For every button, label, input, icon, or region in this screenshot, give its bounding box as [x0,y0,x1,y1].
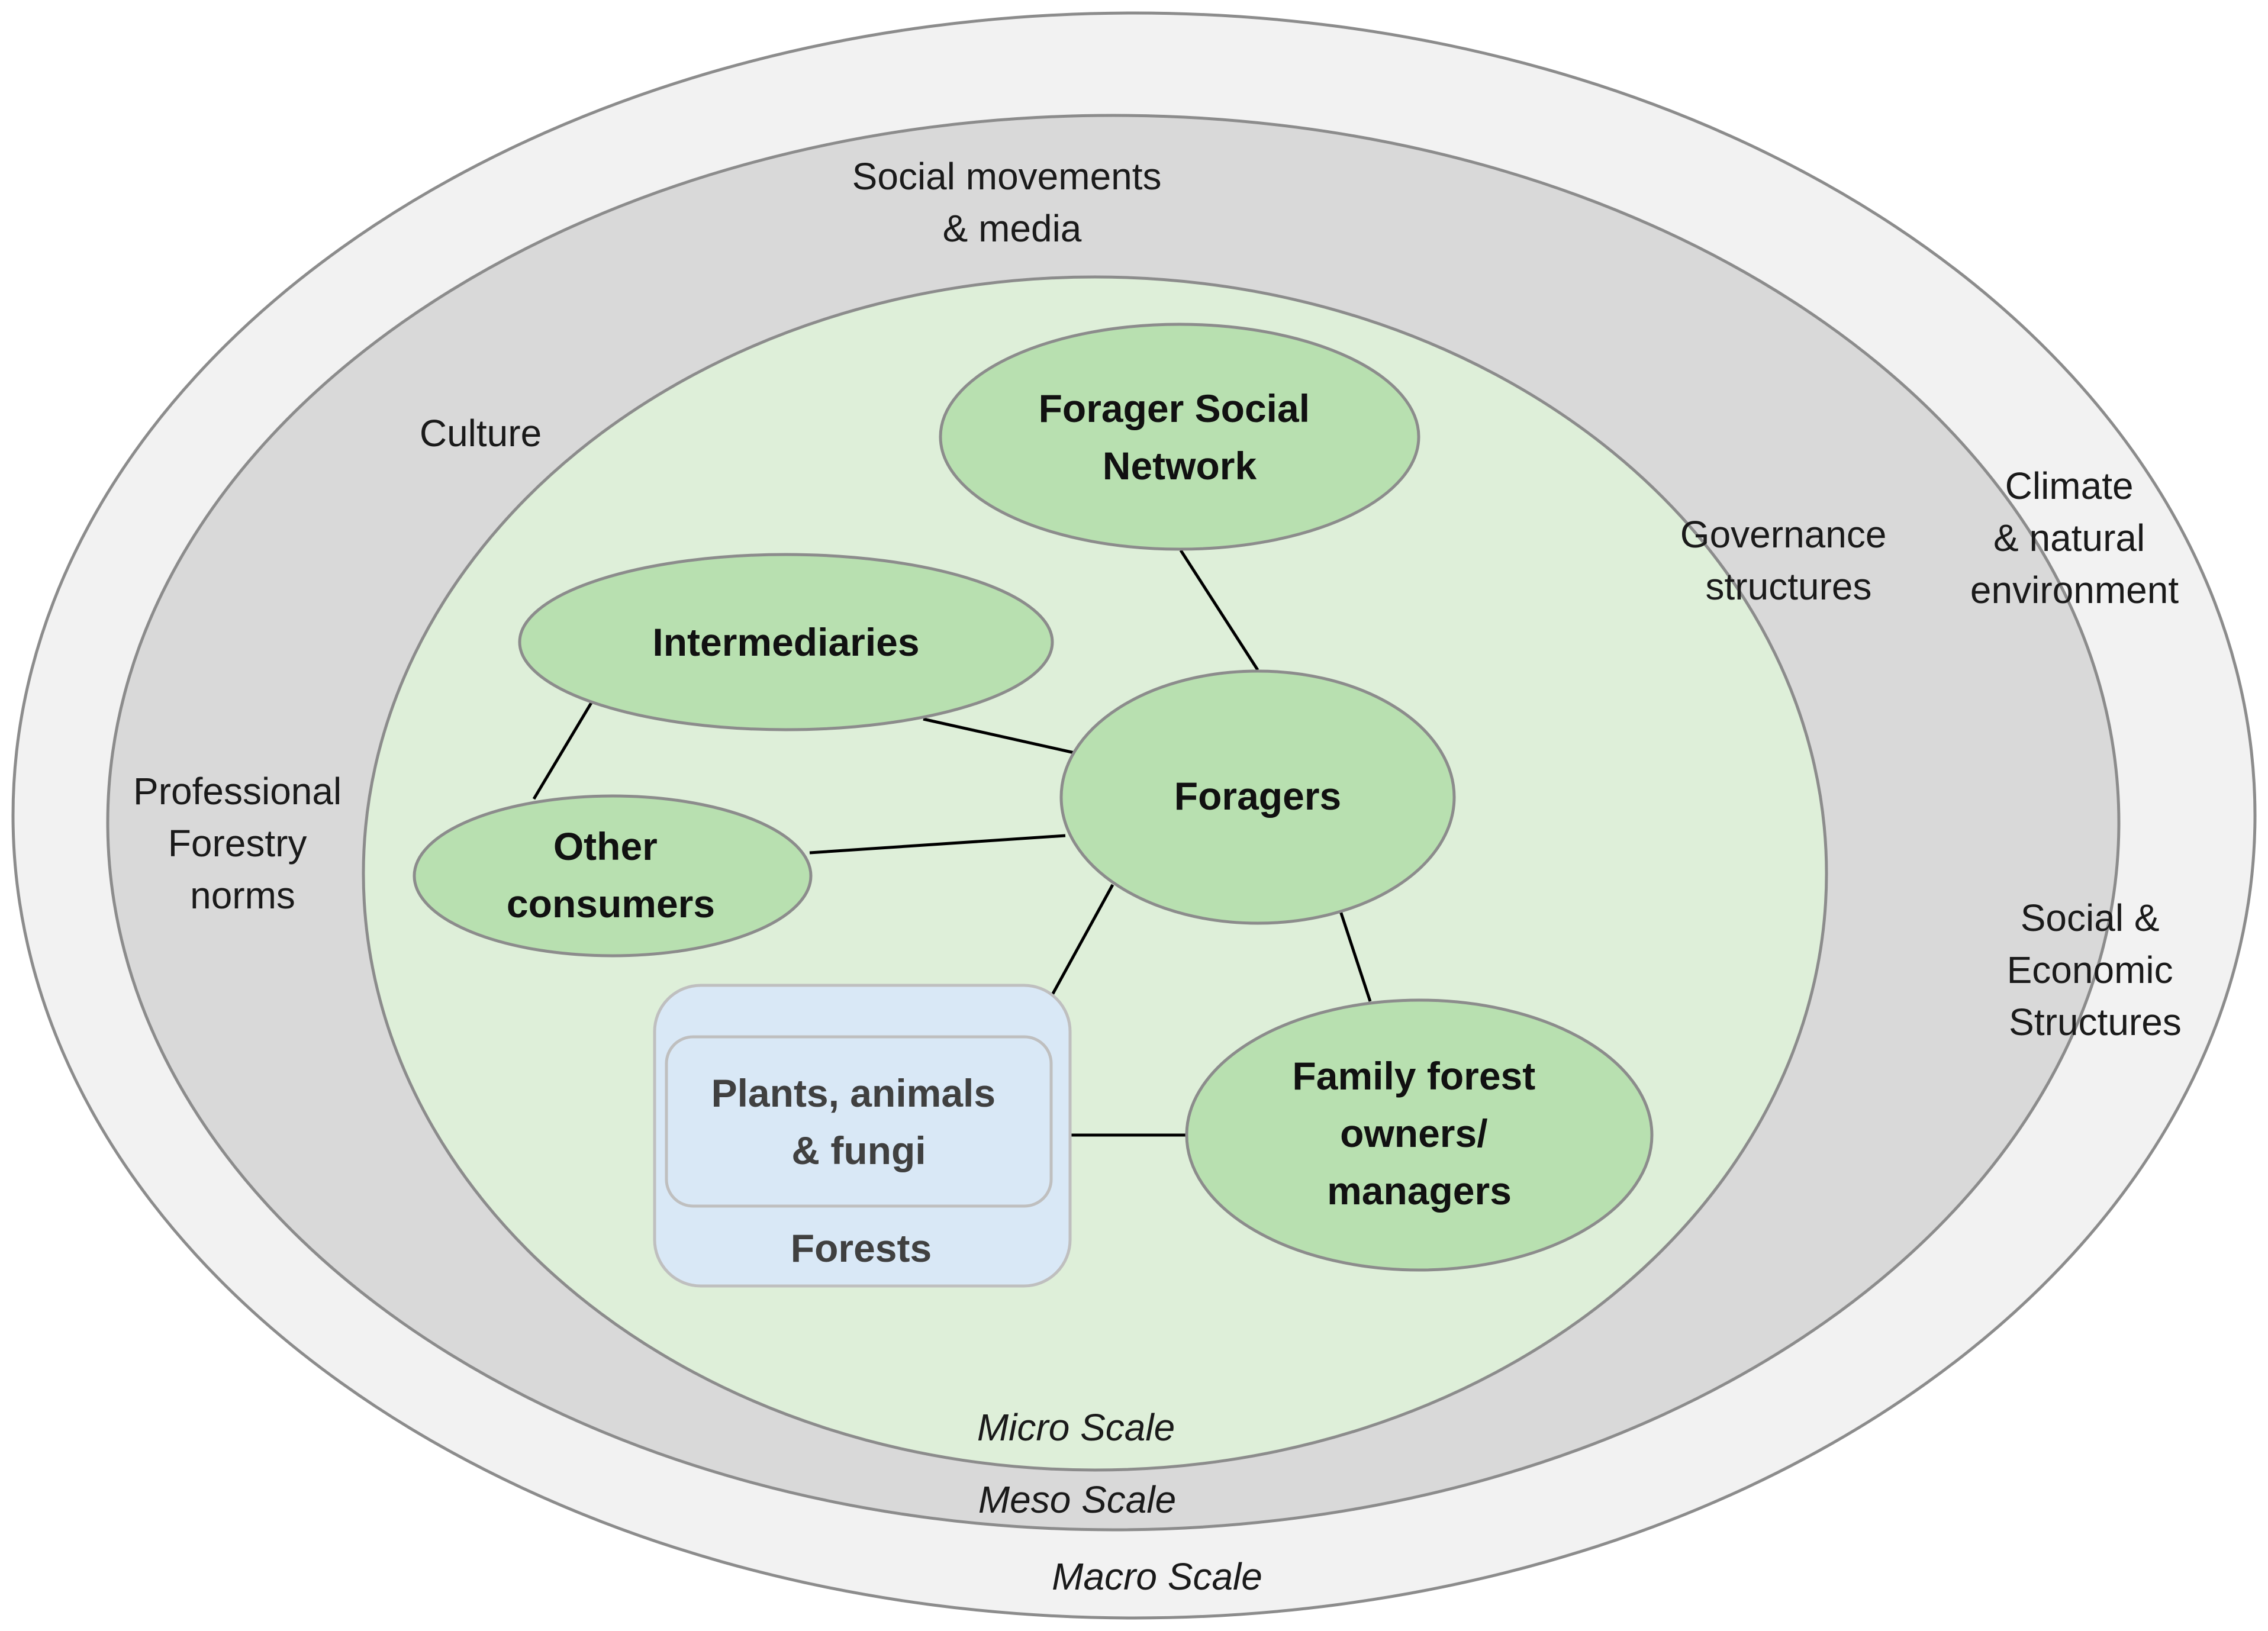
plants-animals-fungi-box [665,1035,1053,1208]
label-family-forest-line: Family forest [1292,1054,1535,1098]
label-meso-scale: Meso Scale [978,1478,1176,1521]
label-forager-social-network: Forager Social Network [1039,386,1321,488]
node-other-consumers [413,794,813,958]
label-family-forest-line: owners/ [1340,1111,1487,1155]
label-other-consumers-line: consumers [507,882,715,926]
label-forager-social-network-line: Forager Social [1039,386,1310,430]
node-intermediaries [518,553,1054,731]
label-professional-forestry-line: Forestry [168,822,307,865]
label-professional-forestry-line: Professional [133,770,342,813]
label-professional-forestry-norms: Professional Forestry norms [133,770,352,917]
label-culture: Culture [420,412,542,455]
label-social-economic-line: Economic [2007,949,2173,991]
node-family-forest-owners [1185,998,1654,1272]
label-professional-forestry-line: norms [190,874,295,917]
label-forager-social-network-line: Network [1103,444,1257,488]
label-foragers-line: Foragers [1174,774,1341,818]
label-foragers: Foragers [1174,774,1341,818]
label-governance-structures: Governance structures [1680,513,1897,608]
label-forests-line: Forests [791,1226,932,1270]
label-intermediaries-line: Intermediaries [652,620,919,664]
edge-intermediaries-foragers [923,717,1075,755]
node-foragers [1059,669,1456,925]
edge-intermediaries-consumers [532,701,594,800]
label-social-movements-media: Social movements & media [852,155,1172,250]
label-social-movements-line: & media [943,207,1082,250]
label-climate-line: environment [1970,569,2179,611]
label-social-movements-line: Social movements [852,155,1162,198]
label-macro-scale: Macro Scale [1052,1555,1262,1598]
label-social-economic-line: Structures [2009,1001,2182,1043]
label-climate-line: & natural [1993,517,2145,559]
label-climate-natural-environment: Climate & natural environment [1970,465,2179,611]
label-family-forest-line: managers [1327,1169,1512,1213]
label-plants-animals-fungi: Plants, animals & fungi [711,1071,1007,1172]
edge-consumers-foragers [809,834,1066,855]
edge-network-foragers [1179,549,1259,671]
label-intermediaries: Intermediaries [652,620,919,664]
label-climate-line: Climate [2005,465,2134,507]
label-forests: Forests [791,1226,932,1270]
label-governance-line: structures [1706,565,1872,608]
node-forager-social-network [939,323,1420,551]
label-family-forest-owners: Family forest owners/ managers [1292,1054,1546,1213]
edge-foragers-family [1339,911,1372,1002]
label-social-economic-structures: Social & Economic Structures [2007,897,2184,1043]
label-social-economic-line: Social & [2021,897,2160,939]
label-plants-line: Plants, animals [711,1071,996,1115]
label-culture-line: Culture [420,412,542,455]
label-other-consumers: Other consumers [507,824,715,926]
label-governance-line: Governance [1680,513,1887,556]
label-micro-scale: Micro Scale [977,1406,1175,1449]
label-other-consumers-line: Other [553,824,658,868]
label-plants-line: & fungi [791,1129,926,1172]
